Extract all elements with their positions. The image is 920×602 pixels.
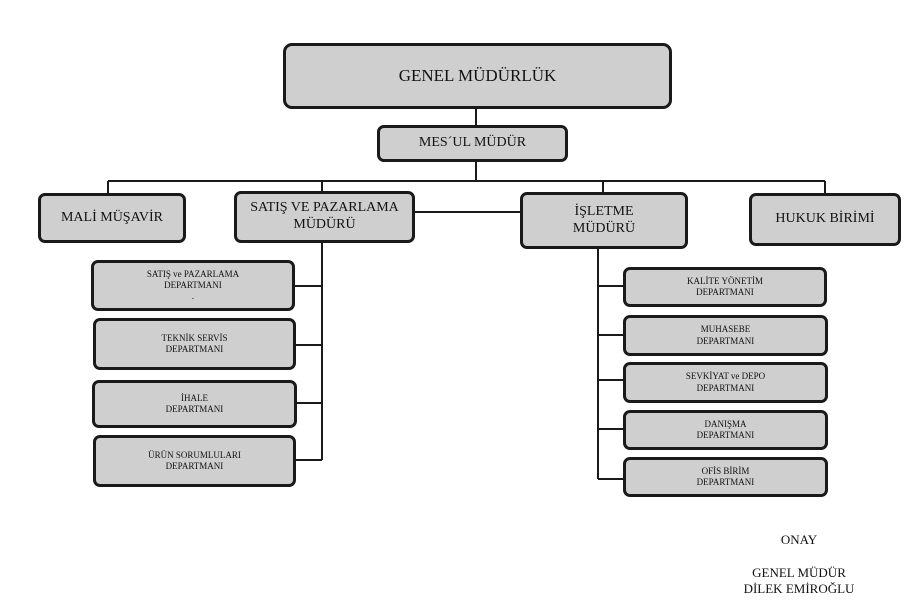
approval-onay: ONAY [780,532,818,547]
ofis-birim-dept-box: OFİS BİRİM DEPARTMANI [623,457,828,497]
hukuk-birimi-box: HUKUK BİRİMİ [749,193,901,246]
teknik-servis-dept-box: TEKNİK SERVİS DEPARTMANI [93,318,296,370]
mali-musavir-box: MALİ MÜŞAVİR [38,193,186,243]
urun-sorumlulari-dept-box: ÜRÜN SORUMLULARI DEPARTMANI [93,435,296,487]
danisma-dept-box: DANIŞMA DEPARTMANI [623,410,828,450]
muhasebe-dept-box: MUHASEBE DEPARTMANI [623,315,828,356]
isletme-mudur-box: İŞLETME MÜDÜRÜ [520,192,688,249]
satis-pazarlama-mudur-box: SATIŞ VE PAZARLAMA MÜDÜRÜ [234,191,415,243]
approval-name: DİLEK EMİROĞLU [743,581,855,596]
kalite-yonetim-dept-box: KALİTE YÖNETİM DEPARTMANI [623,267,827,307]
approval-title: GENEL MÜDÜR [752,565,846,580]
ihale-dept-box: İHALE DEPARTMANI [92,380,297,428]
mesul-mudur-box: MES´UL MÜDÜR [377,125,568,162]
genel-mudurluk-box: GENEL MÜDÜRLÜK [283,43,672,109]
sevkiyat-depo-dept-box: SEVKİYAT ve DEPO DEPARTMANI [623,362,828,403]
satis-pazarlama-dept-box: SATIŞ ve PAZARLAMA DEPARTMANI . [91,260,295,311]
